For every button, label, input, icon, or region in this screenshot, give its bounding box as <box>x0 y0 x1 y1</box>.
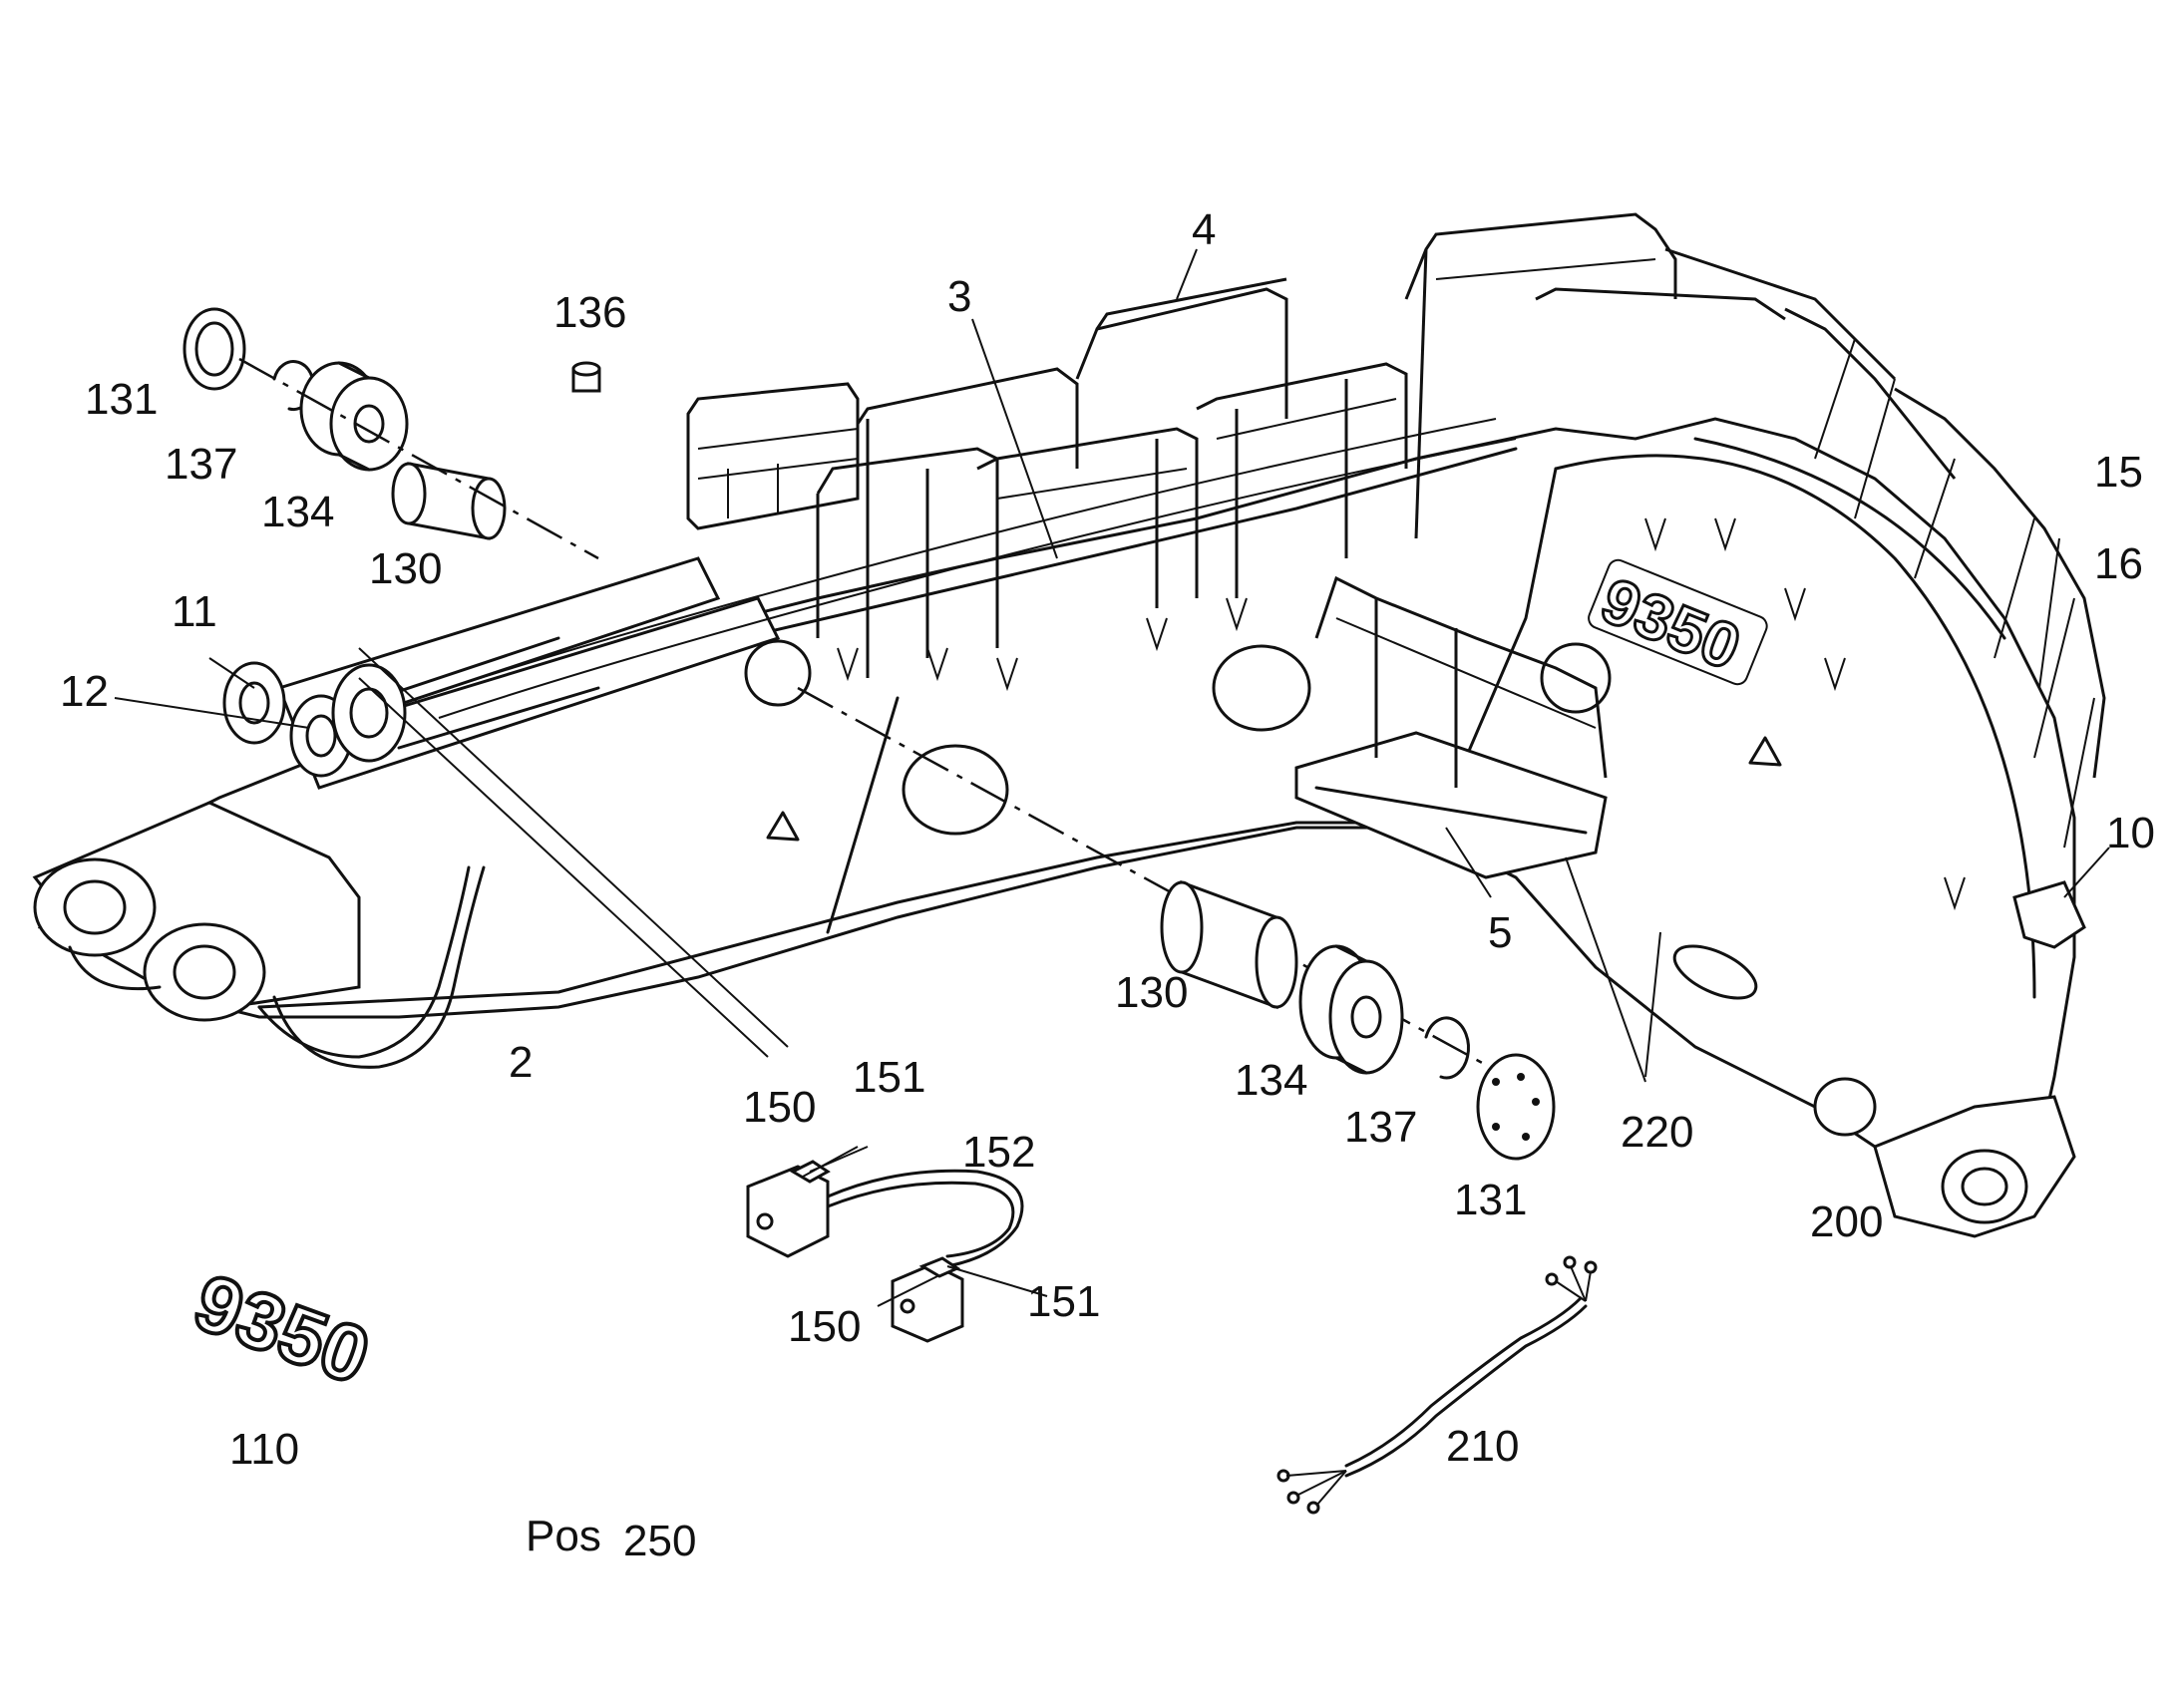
bracket-10 <box>2012 880 2086 949</box>
position-label: Pos <box>526 1512 601 1560</box>
valve-assembly <box>746 1160 1024 1343</box>
snap-ring-137b <box>1424 1016 1470 1080</box>
access-ring-2 <box>1212 644 1311 732</box>
callout-151-top: 151 <box>853 1053 925 1102</box>
callout-150-top: 150 <box>743 1083 816 1132</box>
callout-11: 11 <box>172 587 217 636</box>
loose-decal-110: 9350 <box>182 1255 383 1404</box>
callout-12: 12 <box>60 667 109 716</box>
pin-130a <box>391 462 507 540</box>
hose-run <box>418 418 1497 699</box>
callout-labels: 4 3 136 131 137 134 130 11 12 15 16 10 5… <box>60 205 2155 1565</box>
callout-150-bottom: 150 <box>788 1302 861 1351</box>
callout-152: 152 <box>962 1128 1035 1177</box>
handrails <box>686 212 2106 911</box>
callout-220: 220 <box>1621 1108 1693 1157</box>
leader-lines <box>114 248 2110 1307</box>
boom-end-lugs <box>1813 1077 2076 1238</box>
callout-2: 2 <box>509 1038 533 1087</box>
access-ring-1 <box>902 744 1009 836</box>
lift-eye-2 <box>1748 736 1782 767</box>
hose-run-2 <box>438 438 1517 719</box>
hoist-cylinders <box>222 556 781 790</box>
gooseneck-outer-rim <box>1693 437 2006 640</box>
callout-137-left: 137 <box>165 440 237 489</box>
callout-134-right: 134 <box>1235 1056 1307 1105</box>
callout-137-right: 137 <box>1344 1103 1417 1152</box>
callout-151-bottom: 151 <box>1027 1277 1100 1326</box>
position-number: 250 <box>623 1517 696 1565</box>
bushing-134a <box>299 361 409 472</box>
cover-plate-131a <box>182 307 246 391</box>
centerline-right <box>797 686 1527 1089</box>
hose-152 <box>826 1169 1024 1268</box>
callout-134-left: 134 <box>261 488 334 536</box>
callout-131-left: 131 <box>85 375 158 424</box>
callout-136: 136 <box>553 288 626 337</box>
callout-131-right: 131 <box>1454 1176 1527 1224</box>
centerline-left <box>238 357 599 560</box>
boom-lower-edge <box>257 821 1418 1009</box>
pin-group-right <box>797 686 1556 1161</box>
callout-15: 15 <box>2094 448 2143 497</box>
plug-136 <box>571 361 601 393</box>
pin-group-left <box>182 307 601 560</box>
callout-10: 10 <box>2106 809 2155 857</box>
oval-logo <box>1672 944 1758 1000</box>
base-pivot-lugs <box>32 801 486 1069</box>
pin-130b <box>1160 879 1298 1010</box>
callout-5: 5 <box>1488 908 1512 957</box>
callout-130-right: 130 <box>1115 968 1188 1017</box>
gooseneck-inner <box>1554 454 2036 999</box>
boom-body-outline <box>37 417 2076 1208</box>
cover-plate-131b <box>1476 1053 1556 1161</box>
callout-3: 3 <box>947 272 971 321</box>
valve-block-150a <box>746 1165 830 1258</box>
bushing-134b <box>1298 944 1404 1075</box>
platform-5 <box>1294 731 1608 879</box>
pin-boss-left <box>744 639 812 707</box>
callout-16: 16 <box>2094 539 2143 588</box>
loose-decal-text: 9350 <box>183 1257 381 1402</box>
lift-eye-1 <box>766 811 800 842</box>
callout-210: 210 <box>1446 1422 1519 1471</box>
callout-200: 200 <box>1810 1197 1883 1246</box>
boom-structure: 9350 <box>32 417 2086 1238</box>
callout-130-left: 130 <box>369 544 442 593</box>
callout-4: 4 <box>1192 205 1216 254</box>
callout-110: 110 <box>229 1425 299 1474</box>
wiring-harness-210 <box>1276 1255 1598 1515</box>
